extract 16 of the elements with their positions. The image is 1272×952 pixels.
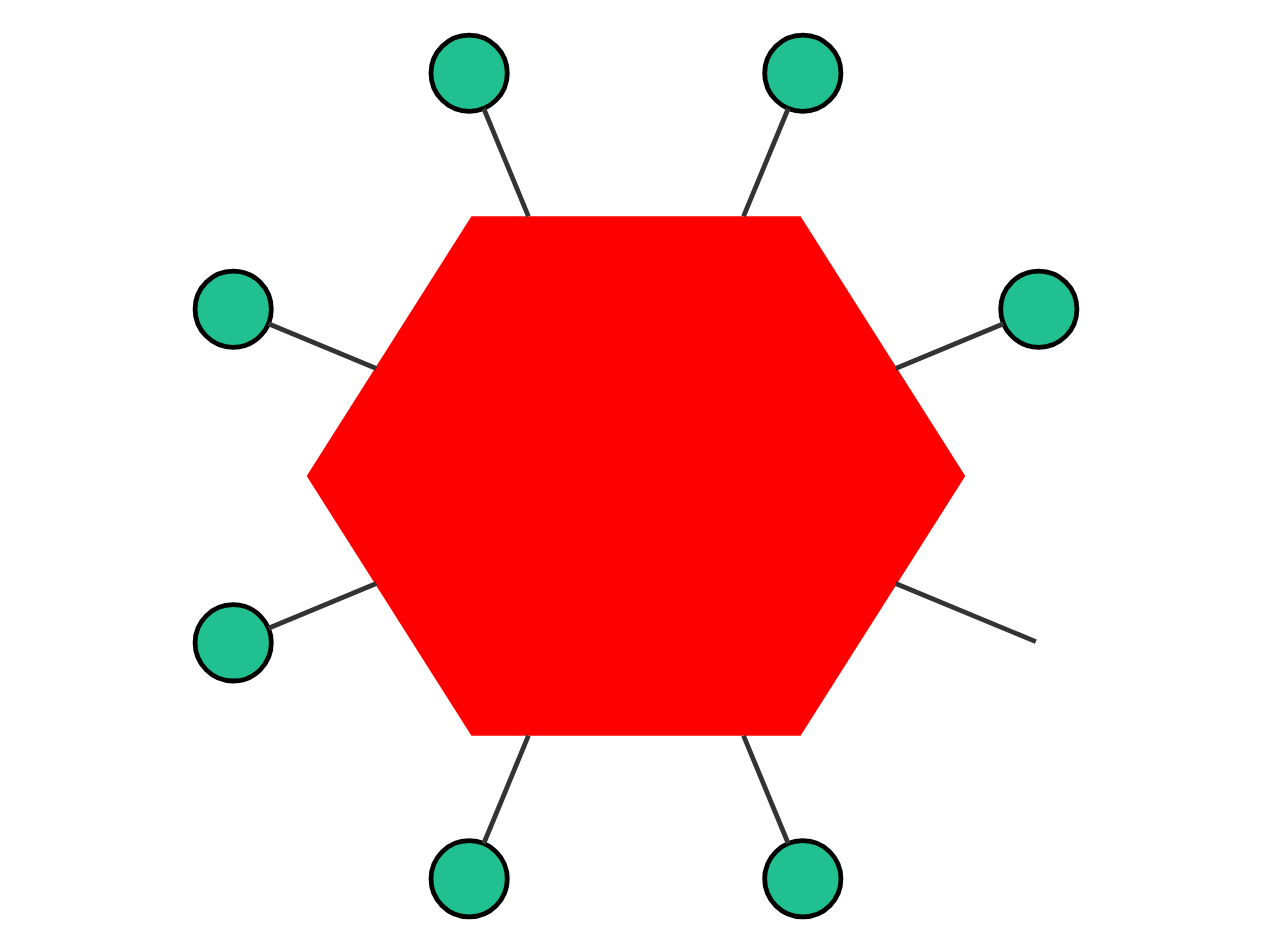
connector (481, 107, 531, 218)
connector (481, 734, 531, 845)
node-circle (192, 268, 274, 350)
node-circle (762, 838, 844, 920)
node-circle (998, 268, 1080, 350)
connector (741, 734, 791, 845)
connector (894, 581, 1037, 644)
node-circle (762, 32, 844, 114)
node-circle (428, 32, 510, 114)
node-circle (192, 602, 274, 684)
connector (267, 581, 378, 631)
node-hexagon (306, 216, 966, 736)
node-circle (428, 838, 510, 920)
connector (267, 321, 378, 371)
connector (741, 107, 791, 218)
connector (894, 321, 1005, 371)
